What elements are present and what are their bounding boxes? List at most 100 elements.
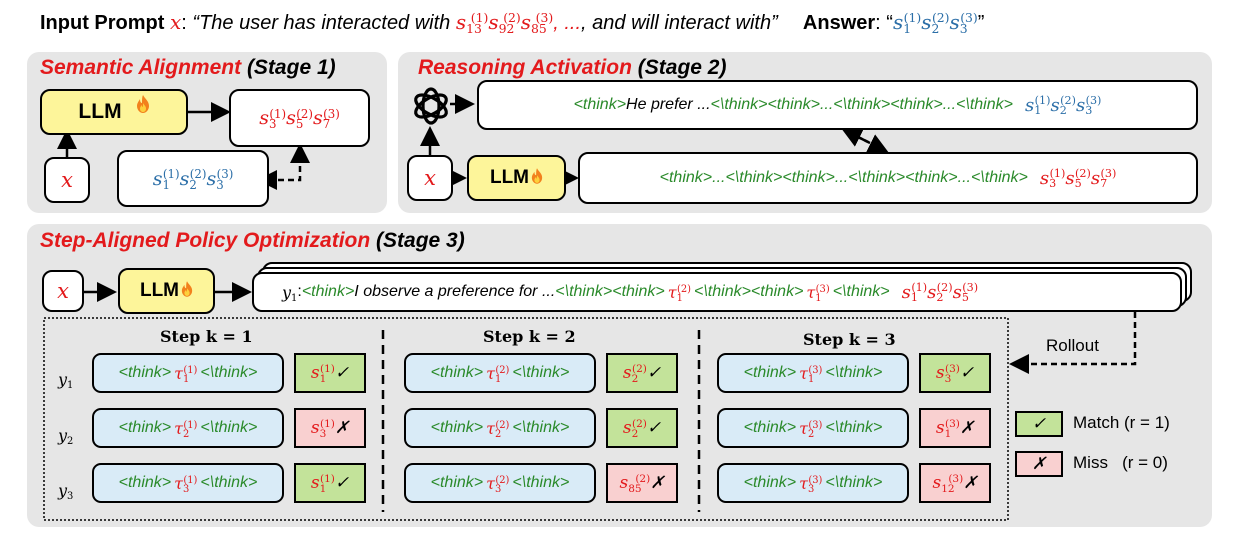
header-line: Input Prompt x: “The user has interacted…	[40, 10, 985, 37]
think-cell: <think>τ3(3)<\think>	[717, 463, 909, 503]
s2-bottom-sids: s3(1)s5(2)s7(3)	[1039, 167, 1117, 191]
cross-icon: ✗	[1031, 454, 1047, 474]
prompt-ellipsis: , ...	[553, 12, 582, 34]
think-cell: <think>τ3(2)<\think>	[404, 463, 596, 503]
miss-cell: s3(1) ✗	[294, 408, 366, 448]
prompt-sid-3: s85(3)	[520, 10, 554, 37]
think-cell: <think>τ1(1)<\think>	[92, 353, 284, 393]
prompt-colon: :	[181, 12, 187, 34]
prompt-text-b: , and will interact with”	[581, 12, 778, 34]
check-icon: ✓	[646, 363, 662, 383]
stage3-title-stage: (Stage 3)	[376, 229, 465, 252]
y1-mid-2: <\think><think>	[694, 283, 804, 300]
s3-x-box: x	[42, 270, 84, 312]
s2-llm-label: LLM	[489, 167, 530, 188]
stage2-title-stage: (Stage 2)	[637, 56, 727, 79]
y1-colon: :	[297, 283, 302, 300]
prompt-sid-1: s13(1)	[455, 10, 489, 37]
step-frame	[43, 317, 1009, 521]
s1-llm-box: LLM	[40, 89, 188, 135]
s1-dashed-arrow	[268, 143, 310, 182]
y1-think: <think>	[301, 283, 355, 300]
think-cell: <think>τ1(2)<\think>	[404, 353, 596, 393]
think-cell: <think>τ2(1)<\think>	[92, 408, 284, 448]
check-icon: ✓	[959, 363, 975, 383]
s2-bottom-box: <think>...<\think><think>...<\think><thi…	[578, 152, 1198, 204]
s1-x-box: x	[44, 157, 90, 203]
stage1-title-stage: (Stage 1)	[246, 56, 336, 79]
answer-sids: s1(1)s2(2)s3(3)	[892, 10, 978, 37]
prompt-variable: x	[170, 10, 182, 34]
y1-text: I observe a preference for ...	[354, 283, 556, 300]
s2-top-think: <think>	[573, 96, 627, 113]
s2-x-label: x	[424, 166, 436, 190]
input-prompt-label: Input Prompt	[40, 12, 165, 34]
cross-icon: ✗	[334, 418, 350, 438]
s1-target-box: s1(1)s2(2)s3(3)	[117, 150, 269, 207]
stage1-title-main: Semantic Alignment	[40, 56, 242, 79]
cross-icon: ✗	[650, 473, 665, 493]
check-icon: ✓	[334, 473, 350, 493]
match-cell: s2(2) ✓	[606, 353, 678, 393]
s2-bottom-text: <think>...<\think><think>...<\think><thi…	[659, 169, 1028, 186]
s2-top-box: <think> He prefer ...<\think><think>...<…	[477, 80, 1198, 130]
check-icon: ✓	[646, 418, 662, 438]
answer-close: ”	[977, 12, 985, 34]
s2-top-text: He prefer ...	[626, 96, 711, 113]
cross-icon: ✗	[959, 418, 975, 438]
prompt-text-a: “The user has interacted with	[192, 12, 451, 34]
answer-label: Answer	[802, 12, 876, 34]
miss-cell: s12(3) ✗	[919, 463, 991, 503]
s3-llm-box: LLM	[118, 268, 215, 314]
step-3-label: Step k = 3	[803, 330, 896, 349]
stage2-title-main: Reasoning Activation	[418, 56, 632, 79]
step-1-label: Step k = 1	[160, 327, 253, 346]
check-icon: ✓	[334, 363, 350, 383]
fire-icon	[136, 95, 149, 113]
s2-top-tail: <\think><think>...<\think><think>...<\th…	[710, 96, 1013, 113]
miss-cell: s1(3) ✗	[919, 408, 991, 448]
y1-tau-1: τ1(2)	[667, 282, 691, 304]
match-cell: s1(1) ✓	[294, 353, 366, 393]
check-icon: ✓	[1031, 414, 1047, 434]
legend-miss-label: Miss (r = 0)	[1073, 453, 1168, 472]
s1-output-sids: s3(1)s5(2)s7(3)	[259, 106, 340, 132]
y1-sids: s1(1)s2(2)s5(3)	[901, 281, 979, 305]
s3-llm-label: LLM	[139, 280, 180, 301]
match-cell: s3(3) ✓	[919, 353, 991, 393]
s3-x-label: x	[57, 279, 69, 303]
fire-icon	[531, 168, 543, 184]
s2-llm-box: LLM	[467, 155, 566, 201]
s1-llm-label: LLM	[78, 100, 122, 123]
rollout-label: Rollout	[1046, 336, 1099, 355]
think-cell: <think>τ3(1)<\think>	[92, 463, 284, 503]
answer-colon: : “	[875, 12, 893, 34]
think-cell: <think>τ2(2)<\think>	[404, 408, 596, 448]
s1-x-label: x	[61, 168, 73, 192]
stage1-title: Semantic Alignment (Stage 1)	[40, 56, 336, 80]
y1-tau-2: τ1(3)	[806, 282, 830, 304]
step-2-label: Step k = 2	[483, 327, 576, 346]
fire-icon	[181, 281, 193, 297]
prompt-sid-2: s92(2)	[488, 10, 521, 37]
s2-x-box: x	[407, 155, 453, 201]
match-cell: s2(2) ✓	[606, 408, 678, 448]
legend-match-label: Match (r = 1)	[1073, 413, 1170, 432]
row-label-y1: y1	[58, 370, 74, 392]
y1-label: y1	[282, 282, 298, 304]
row-label-y3: y3	[58, 481, 74, 503]
think-cell: <think>τ2(3)<\think>	[717, 408, 909, 448]
rollout-y1-box: y1: <think> I observe a preference for .…	[252, 272, 1182, 312]
s2-top-sids: s1(1)s2(2)s3(3)	[1024, 94, 1102, 118]
row-label-y2: y2	[58, 426, 74, 448]
stage2-title: Reasoning Activation (Stage 2)	[418, 56, 726, 80]
stage3-title: Step-Aligned Policy Optimization (Stage …	[40, 229, 465, 253]
stage3-title-main: Step-Aligned Policy Optimization	[40, 229, 371, 252]
s1-target-sids: s1(1)s2(2)s3(3)	[152, 167, 234, 192]
match-cell: s1(1) ✓	[294, 463, 366, 503]
y1-mid-1: <\think><think>	[555, 283, 665, 300]
legend-match-swatch: ✓	[1015, 411, 1063, 437]
legend-miss-swatch: ✗	[1015, 451, 1063, 477]
y1-end: <\think>	[832, 283, 890, 300]
